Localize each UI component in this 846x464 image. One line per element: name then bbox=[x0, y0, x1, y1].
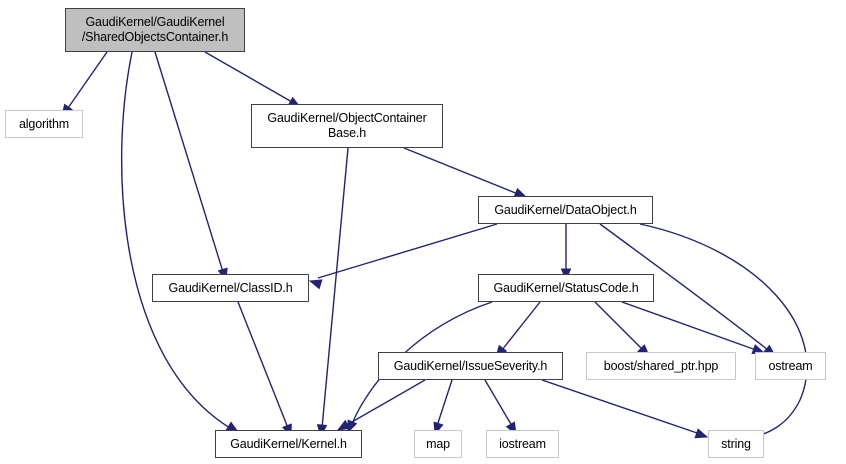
node-iostream[interactable]: iostream bbox=[486, 430, 559, 458]
arrowhead-issueseverity-to-string bbox=[694, 428, 709, 439]
node-algorithm[interactable]: algorithm bbox=[5, 110, 83, 138]
edge-root-to-classid bbox=[154, 51, 224, 273]
edge-issueseverity-to-string bbox=[541, 379, 701, 435]
edge-issueseverity-to-kernel bbox=[344, 379, 426, 427]
arrowhead-dataobject-to-classid bbox=[308, 279, 323, 290]
node-root[interactable]: GaudiKernel/GaudiKernel /SharedObjectsCo… bbox=[65, 8, 245, 52]
edge-statuscode-to-ostream bbox=[621, 301, 757, 351]
node-dataobject[interactable]: GaudiKernel/DataObject.h bbox=[478, 196, 653, 224]
edge-root-to-kernel bbox=[120, 51, 231, 429]
node-classid[interactable]: GaudiKernel/ClassID.h bbox=[152, 274, 309, 302]
edge-issueseverity-to-iostream bbox=[484, 379, 513, 427]
edge-objcontainerbase-to-dataobject bbox=[403, 147, 519, 195]
node-statuscode[interactable]: GaudiKernel/StatusCode.h bbox=[478, 274, 654, 302]
edge-objcontainerbase-to-kernel bbox=[321, 147, 349, 429]
node-objcontainerbase[interactable]: GaudiKernel/ObjectContainer Base.h bbox=[251, 104, 443, 148]
node-map[interactable]: map bbox=[414, 430, 462, 458]
edge-statuscode-to-issueseverity bbox=[501, 301, 541, 351]
arrowhead-issueseverity-to-kernel bbox=[336, 419, 351, 431]
node-kernel[interactable]: GaudiKernel/Kernel.h bbox=[215, 430, 362, 458]
edge-classid-to-kernel bbox=[237, 301, 289, 429]
node-boostsharedptr[interactable]: boost/shared_ptr.hpp bbox=[586, 352, 736, 380]
edge-dataobject-to-classid bbox=[317, 223, 498, 279]
edge-root-to-algorithm bbox=[67, 51, 108, 109]
edge-statuscode-to-boostsharedptr bbox=[594, 301, 644, 351]
node-issueseverity[interactable]: GaudiKernel/IssueSeverity.h bbox=[378, 352, 563, 380]
edge-dataobject-to-string bbox=[639, 223, 808, 439]
edge-issueseverity-to-map bbox=[436, 379, 453, 427]
node-string[interactable]: string bbox=[708, 430, 764, 458]
edge-root-to-objcontainerbase bbox=[204, 51, 293, 103]
node-ostream[interactable]: ostream bbox=[755, 352, 826, 380]
edge-dataobject-to-ostream bbox=[599, 223, 769, 351]
